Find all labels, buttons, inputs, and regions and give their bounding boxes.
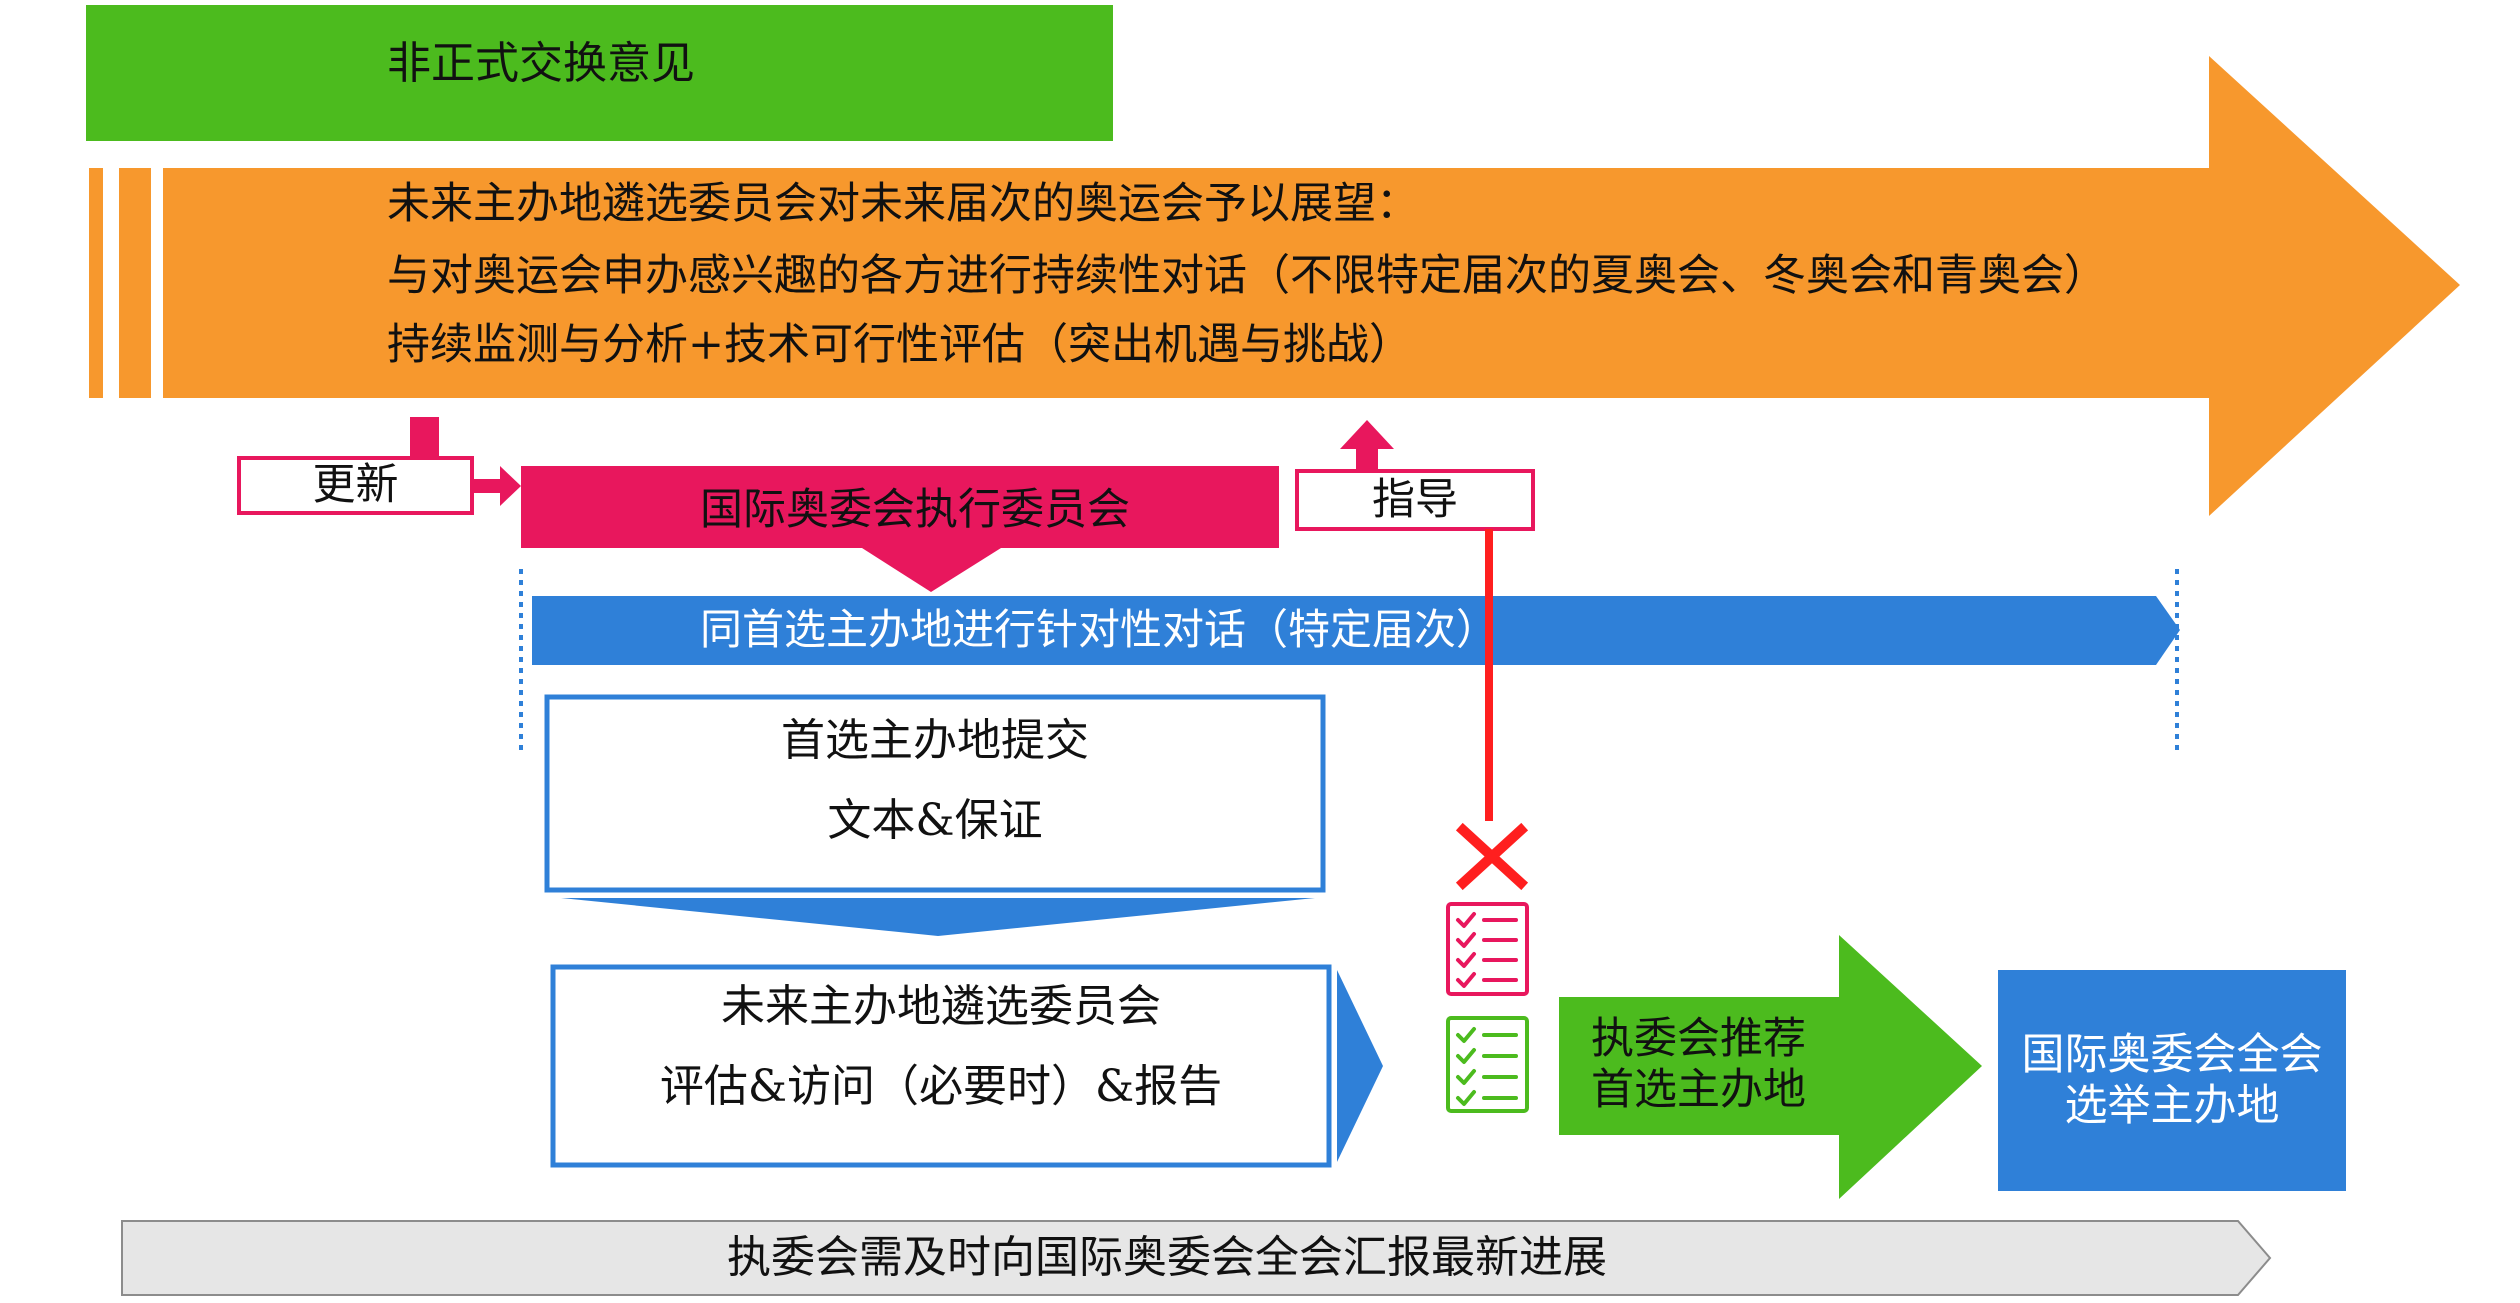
outlook-stripe-thin xyxy=(89,168,103,398)
update-box xyxy=(237,456,474,515)
recommendation-line: 执委会推荐 xyxy=(1591,1014,1806,1064)
reporting-arrow xyxy=(121,1220,2272,1296)
submission-box xyxy=(544,694,1326,893)
checklist-frame xyxy=(1446,1016,1529,1113)
commission-line: 未来主办地遴选委员会 xyxy=(721,981,1161,1032)
checklist-check xyxy=(1456,952,1476,968)
executive-board-label: 国际奥委会执行委员会 xyxy=(700,485,1130,535)
update-label: 更新 xyxy=(312,460,399,510)
executive-board-bar xyxy=(521,466,1279,548)
submission-down-arrow xyxy=(561,898,1315,936)
recommendation-arrow xyxy=(1559,935,1982,1199)
targeted-dialogue-bar xyxy=(532,596,2180,665)
x-mark-stroke-b xyxy=(1455,822,1529,891)
session-box xyxy=(1998,970,2346,1191)
guidance-box xyxy=(1295,469,1535,531)
commission-box xyxy=(550,964,1332,1168)
outlook-line: 未来主办地遴选委员会对未来届次的奥运会予以展望： xyxy=(387,179,1419,229)
submission-line: 首选主办地提交 xyxy=(781,715,1089,766)
session-line: 国际奥委会全会 xyxy=(2021,1030,2323,1080)
checklist-check xyxy=(1456,972,1476,988)
checklist-icon xyxy=(1446,902,1529,996)
informal-exchange-bar xyxy=(86,5,1113,141)
outlook-stripe-wide xyxy=(119,168,151,398)
executive-board-down-arrow xyxy=(862,548,1001,592)
update-arrow-stem xyxy=(472,479,502,493)
update-connector xyxy=(410,417,439,459)
checklist-check xyxy=(1456,1069,1476,1085)
checklist-check xyxy=(1456,1027,1476,1043)
guidance-feedback-line xyxy=(1485,529,1493,821)
outlook-arrow xyxy=(163,56,2460,516)
checklist-check xyxy=(1456,932,1476,948)
submission-line: 文本&保证 xyxy=(827,795,1043,846)
guidance-label: 指导 xyxy=(1372,475,1458,525)
checklist-frame xyxy=(1446,902,1529,996)
commission-right-chevron xyxy=(1337,970,1383,1162)
x-mark-icon xyxy=(1455,822,1529,891)
update-arrow-head xyxy=(500,466,521,506)
recommendation-line: 首选主办地 xyxy=(1591,1065,1806,1115)
outlook-line: 与对奥运会申办感兴趣的各方进行持续性对话（不限特定届次的夏奥会、冬奥会和青奥会） xyxy=(387,251,2107,301)
outlook-line: 持续监测与分析+技术可行性评估（突出机遇与挑战） xyxy=(387,320,1413,370)
checklist-icon xyxy=(1446,1016,1529,1113)
guidance-arrow-head xyxy=(1340,420,1394,449)
checklist-check xyxy=(1456,1048,1476,1064)
targeted-dialogue-label: 同首选主办地进行针对性对话（特定届次） xyxy=(700,605,1499,654)
informal-exchange-label: 非正式交换意见 xyxy=(387,38,695,89)
commission-line: 评估&访问（必要时）&报告 xyxy=(659,1061,1223,1112)
guidance-arrow-stem xyxy=(1356,446,1378,472)
session-line: 选举主办地 xyxy=(2064,1081,2280,1131)
reporting-label: 执委会需及时向国际奥委会全会汇报最新进展 xyxy=(727,1232,1607,1283)
checklist-check xyxy=(1456,912,1476,928)
checklist-check xyxy=(1456,1090,1476,1106)
